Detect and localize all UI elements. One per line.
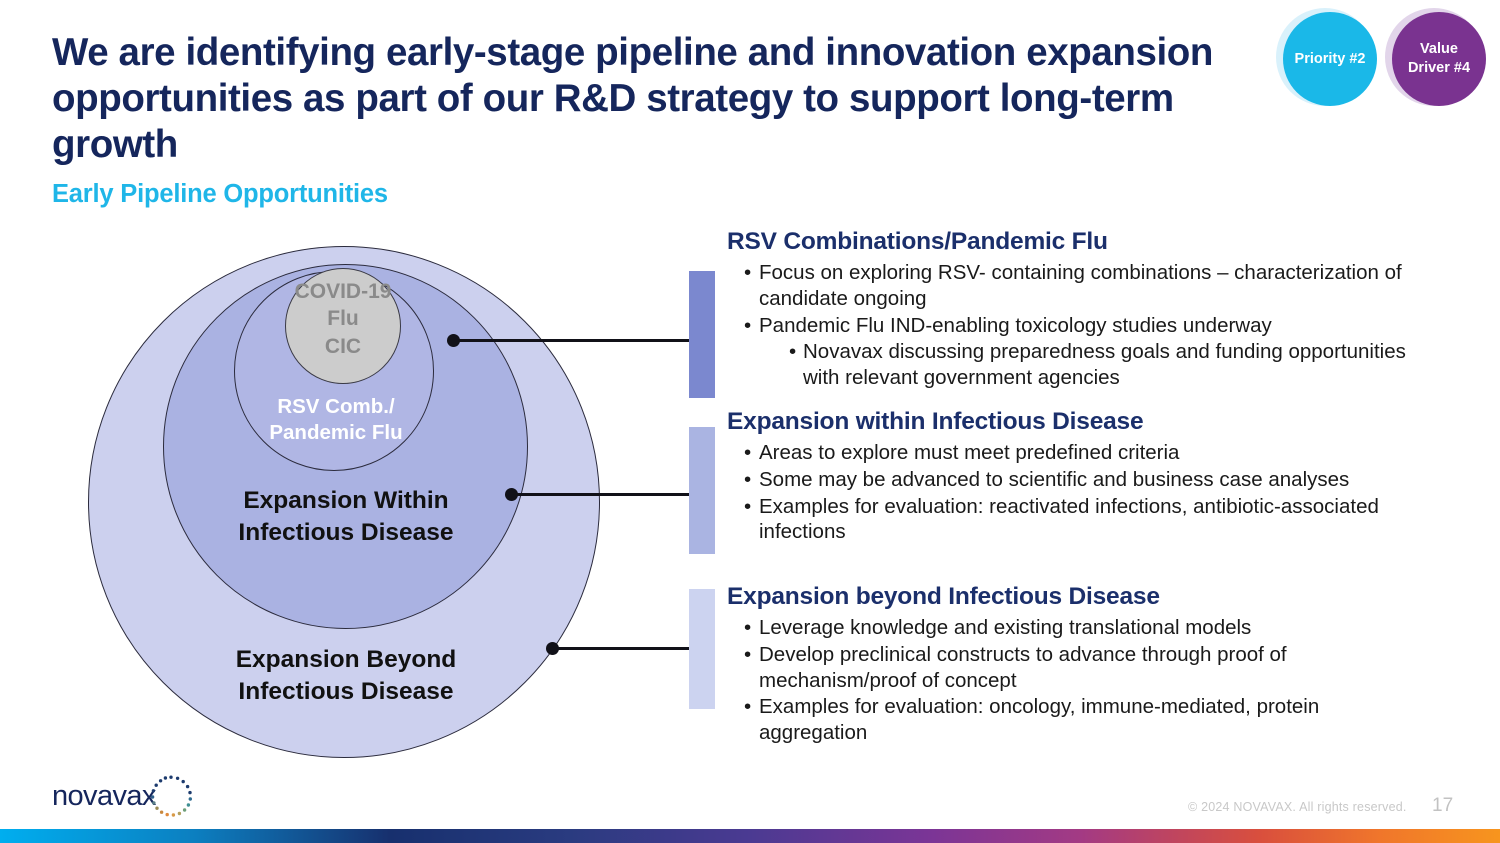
nested-circles-diagram: COVID-19 Flu CIC RSV Comb./ Pandemic Flu… — [88, 246, 600, 758]
bullet-list-rsv: Focus on exploring RSV- containing combi… — [727, 260, 1427, 391]
list-item: Develop preclinical constructs to advanc… — [741, 642, 1427, 694]
badge-priority: Priority #2 — [1276, 8, 1380, 112]
circle-covid-flu-cic — [285, 268, 401, 384]
novavax-dotted-ring-icon — [150, 775, 192, 817]
accent-bar-rsv — [689, 271, 715, 398]
circle-label-covid-flu-cic: COVID-19 Flu CIC — [294, 280, 392, 358]
section-heading-beyond: Expansion beyond Infectious Disease — [727, 583, 1160, 610]
connector-dot-within — [505, 488, 518, 501]
bullet-list-within: Areas to explore must meet predefined cr… — [727, 440, 1427, 545]
title-block: We are identifying early-stage pipeline … — [52, 30, 1292, 209]
list-item: Focus on exploring RSV- containing combi… — [741, 260, 1427, 312]
section-heading-rsv: RSV Combinations/Pandemic Flu — [727, 228, 1108, 255]
list-item: Areas to explore must meet predefined cr… — [741, 440, 1427, 466]
list-item: Leverage knowledge and existing translat… — [741, 615, 1427, 641]
copyright-text: © 2024 NOVAVAX. All rights reserved. — [1188, 800, 1407, 814]
section-expansion-within: Expansion within Infectious Disease Area… — [727, 408, 1427, 546]
page-title: We are identifying early-stage pipeline … — [52, 31, 1214, 167]
list-item: Pandemic Flu IND-enabling toxicology stu… — [741, 313, 1427, 339]
novavax-logo: novavax — [52, 774, 212, 818]
bullet-list-beyond: Leverage knowledge and existing translat… — [727, 615, 1427, 746]
connector-dot-rsv — [447, 334, 460, 347]
badge-value-driver-label: Value Driver #4 — [1407, 41, 1471, 76]
list-item: Examples for evaluation: oncology, immun… — [741, 694, 1427, 746]
accent-bar-within — [689, 427, 715, 554]
list-item: Examples for evaluation: reactivated inf… — [741, 494, 1427, 546]
novavax-wordmark: novavax — [52, 780, 156, 812]
section-rsv-combinations: RSV Combinations/Pandemic Flu Focus on e… — [727, 228, 1427, 392]
list-item: Novavax discussing preparedness goals an… — [727, 339, 1427, 391]
page-subtitle: Early Pipeline Opportunities — [52, 179, 388, 208]
circle-label-rsv-pandemic-flu: RSV Comb./ Pandemic Flu — [269, 395, 403, 445]
connector-dot-beyond — [546, 642, 559, 655]
section-heading-within: Expansion within Infectious Disease — [727, 408, 1144, 435]
circle-label-expansion-beyond: Expansion Beyond Infectious Disease — [235, 646, 457, 705]
page-number: 17 — [1432, 795, 1454, 816]
section-expansion-beyond: Expansion beyond Infectious Disease Leve… — [727, 583, 1427, 747]
connector-line-rsv — [456, 339, 691, 342]
connector-line-beyond — [555, 647, 691, 650]
badge-value-driver: Value Driver #4 — [1385, 8, 1489, 112]
bottom-gradient-bar — [0, 829, 1500, 843]
badge-priority-label: Priority #2 — [1294, 50, 1366, 67]
connector-line-within — [514, 493, 691, 496]
badge-value-driver-circle: Value Driver #4 — [1392, 12, 1486, 106]
badge-priority-circle: Priority #2 — [1283, 12, 1377, 106]
accent-bar-beyond — [689, 589, 715, 709]
list-item: Some may be advanced to scientific and b… — [741, 467, 1427, 493]
circle-label-expansion-within: Expansion Within Infectious Disease — [238, 487, 454, 546]
